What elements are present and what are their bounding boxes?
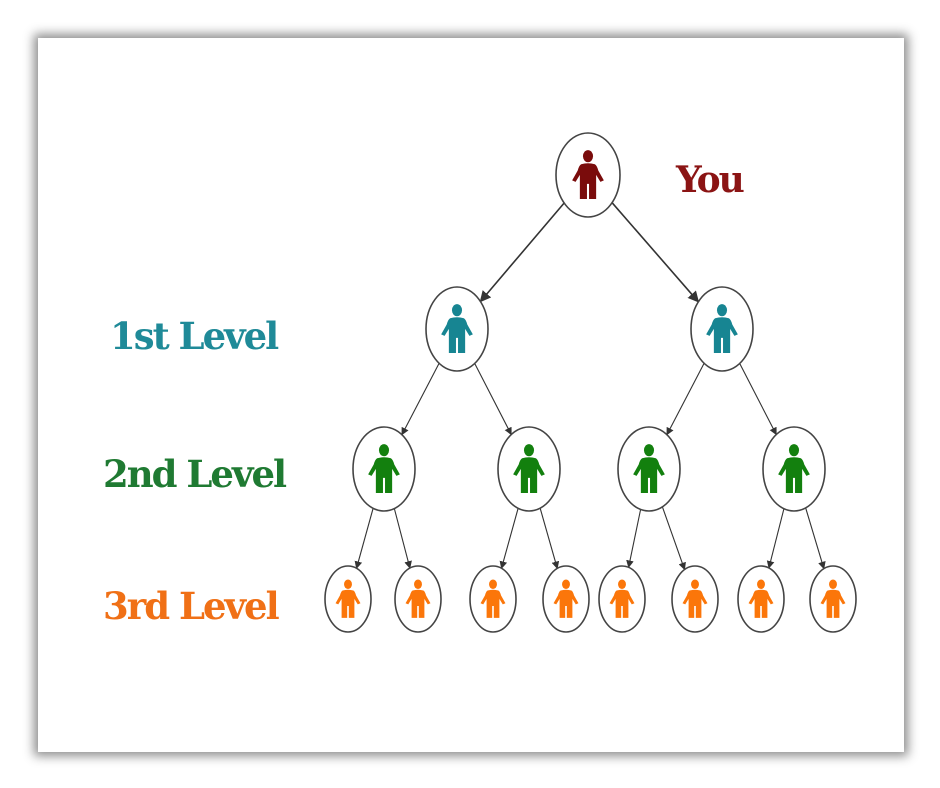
person-icon <box>368 444 400 494</box>
edge-arrow <box>626 509 642 569</box>
level1-node <box>425 286 489 372</box>
level1-node <box>690 286 754 372</box>
person-icon <box>480 579 506 618</box>
person-icon <box>441 304 473 354</box>
level3-node <box>394 565 442 633</box>
level3-node <box>598 565 646 633</box>
edge-arrow <box>539 508 560 570</box>
edge-arrow <box>354 508 374 570</box>
level3-node <box>737 565 785 633</box>
person-icon <box>513 444 545 494</box>
you-label: You <box>676 159 745 201</box>
level3-node <box>469 565 517 633</box>
edge-arrow <box>805 507 826 570</box>
level3-node <box>542 565 590 633</box>
person-icon <box>633 444 665 494</box>
person-icon <box>778 444 810 494</box>
edge-arrow <box>766 508 785 569</box>
edge-arrow <box>401 363 440 436</box>
person-icon <box>706 304 738 354</box>
tree-nodes <box>324 132 857 633</box>
tree-edges <box>354 202 826 571</box>
level2-node <box>617 426 681 512</box>
level1-label: 1st Level <box>110 314 279 358</box>
edge-arrow <box>393 508 412 569</box>
level2-node <box>497 426 561 512</box>
edge-arrow <box>479 202 565 303</box>
person-icon <box>572 150 604 200</box>
edge-arrow <box>474 363 512 436</box>
edge-arrow <box>611 202 700 303</box>
level2-node <box>762 426 826 512</box>
level3-node <box>324 565 372 633</box>
level3-node <box>809 565 857 633</box>
person-icon <box>405 579 431 618</box>
level3-node <box>671 565 719 633</box>
edge-arrow <box>499 508 519 570</box>
person-icon <box>553 579 579 618</box>
person-icon <box>748 579 774 618</box>
person-icon <box>335 579 361 618</box>
person-icon <box>820 579 846 618</box>
you-node <box>555 132 621 218</box>
edge-arrow <box>666 363 705 436</box>
person-icon <box>609 579 635 618</box>
level2-label: 2nd Level <box>103 452 287 496</box>
edge-arrow <box>661 506 686 571</box>
person-icon <box>682 579 708 618</box>
level2-node <box>352 426 416 512</box>
diagram-card <box>38 38 904 752</box>
edge-arrow <box>739 363 777 436</box>
level3-label: 3rd Level <box>103 584 280 628</box>
